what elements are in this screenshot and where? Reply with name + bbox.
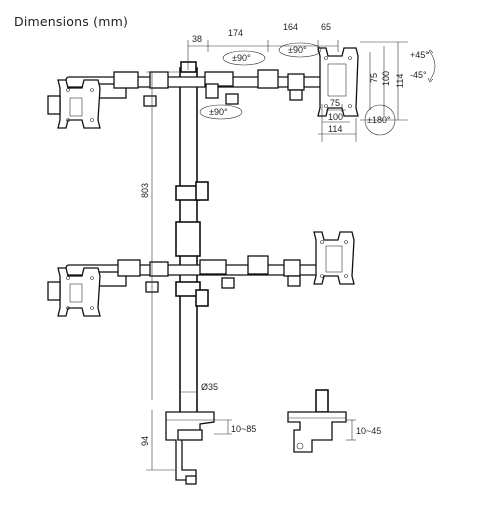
upper-arm <box>65 69 357 107</box>
dim-clamp-range: 10~85 <box>231 424 256 434</box>
dim-height-803: 803 <box>140 183 150 198</box>
desk-clamp <box>165 411 215 485</box>
rotation-180: ±180° <box>367 115 391 125</box>
dim-65: 65 <box>321 22 331 32</box>
rotation-swivel-c: ±90° <box>209 107 228 117</box>
grommet-base <box>287 389 347 453</box>
vesa-plate-lower-left <box>47 267 101 317</box>
dim-75-horizontal: 75 <box>330 98 340 108</box>
rotation-swivel-b: ±90° <box>288 45 307 55</box>
dimension-labels: 38 174 164 65 75 100 114 75 100 114 803 … <box>140 22 429 446</box>
vesa-plate-upper-left <box>47 79 101 129</box>
dim-base-94: 94 <box>140 436 150 446</box>
diagram-title: Dimensions (mm) <box>14 14 129 29</box>
rotation-tilt-down: -45° <box>410 70 427 80</box>
dim-164: 164 <box>283 22 298 32</box>
rotation-indicators <box>199 42 396 136</box>
dim-grommet-range: 10~45 <box>356 426 381 436</box>
dim-38: 38 <box>192 34 202 44</box>
dim-174: 174 <box>228 28 243 38</box>
vesa-plate-upper-right <box>317 47 359 117</box>
rotation-tilt-up: +45° <box>410 50 429 60</box>
pole <box>175 61 209 414</box>
rotation-swivel-a: ±90° <box>232 53 251 63</box>
dim-100-horizontal: 100 <box>328 112 343 122</box>
lower-arm <box>65 255 327 293</box>
vesa-plate-lower-right <box>313 231 355 285</box>
dim-100-vertical: 100 <box>381 71 391 86</box>
dim-pole-diameter: Ø35 <box>201 382 218 392</box>
dim-114-vertical: 114 <box>395 74 405 88</box>
dim-75-vertical: 75 <box>369 73 379 83</box>
dim-114-horizontal: 114 <box>328 124 342 134</box>
dimension-lines <box>146 40 436 471</box>
